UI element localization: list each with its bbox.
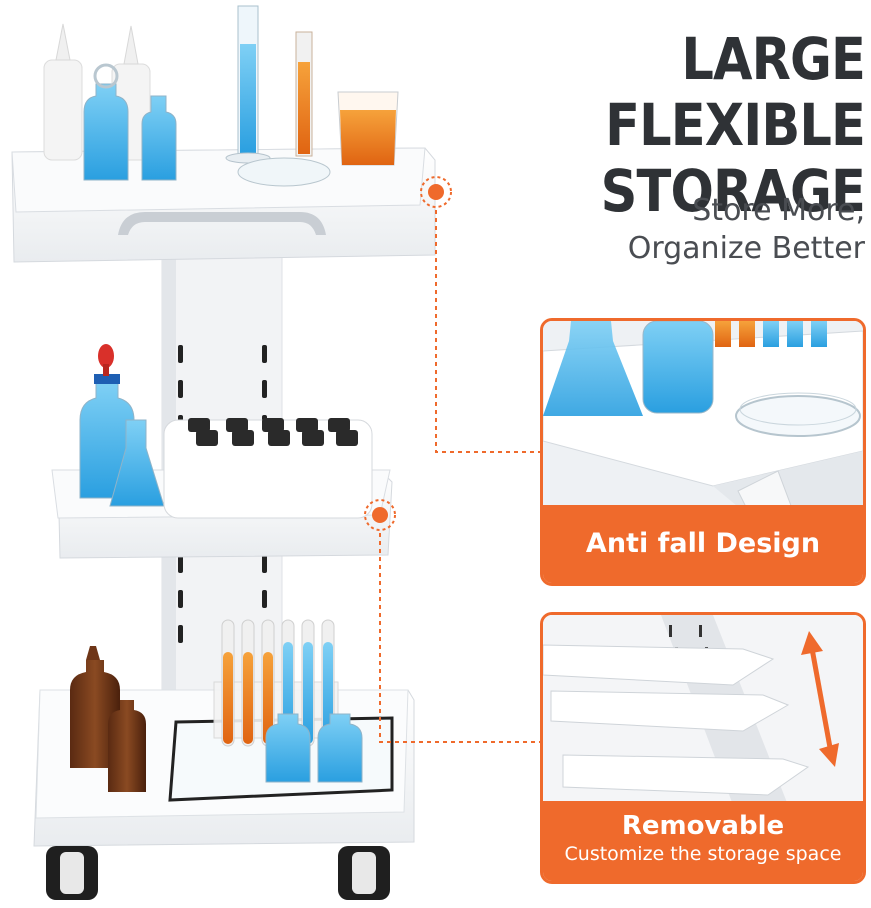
caster-wheels bbox=[46, 846, 390, 900]
headline: LARGE FLEXIBLE STORAGE bbox=[478, 25, 866, 225]
headline-line-2: STORAGE bbox=[600, 157, 866, 225]
removable-shelves-image bbox=[543, 615, 863, 805]
bottom-shelf bbox=[33, 619, 415, 847]
feature-card-anti-fall: Anti fall Design bbox=[540, 318, 866, 586]
removable-banner: Removable Customize the storage space bbox=[543, 801, 863, 881]
removable-title: Removable bbox=[621, 811, 785, 841]
feature-card-removable: Removable Customize the storage space bbox=[540, 612, 866, 884]
subheadline-line-1: Store More, bbox=[692, 193, 865, 228]
subheadline: Store More, Organize Better bbox=[535, 192, 865, 268]
top-shelf bbox=[11, 5, 436, 263]
anti-fall-closeup-image bbox=[543, 321, 863, 511]
callout-markers bbox=[364, 176, 540, 743]
anti-fall-banner: Anti fall Design bbox=[543, 505, 863, 583]
anti-fall-title: Anti fall Design bbox=[585, 528, 821, 559]
headline-line-1: LARGE FLEXIBLE bbox=[605, 25, 866, 159]
subheadline-line-2: Organize Better bbox=[627, 231, 865, 266]
middle-shelf bbox=[51, 344, 393, 559]
removable-subtitle: Customize the storage space bbox=[564, 843, 842, 865]
